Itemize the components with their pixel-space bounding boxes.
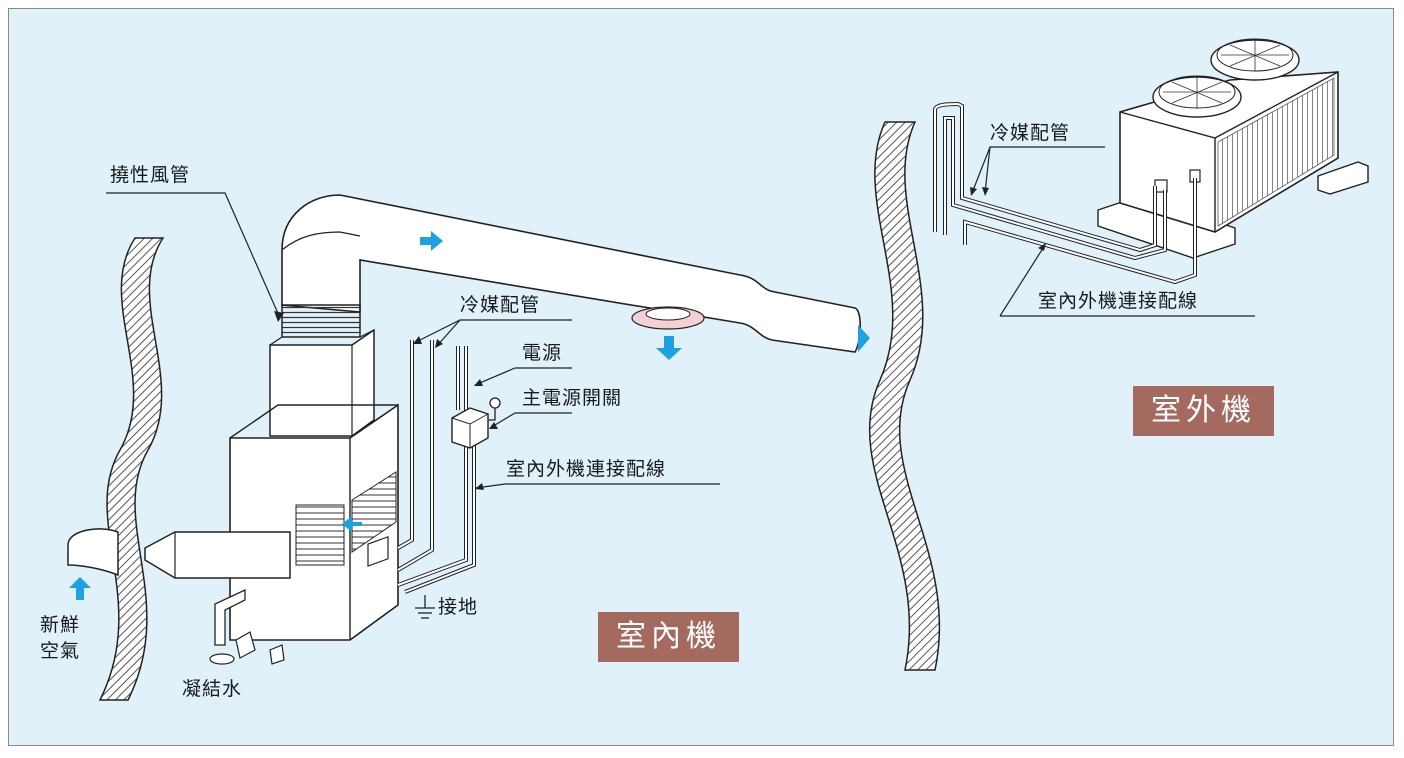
duct-bend-line (281, 231, 361, 251)
drain-outlet (209, 653, 235, 665)
label-main-switch: 主電源開關 (522, 387, 623, 409)
label-refrigerant-pipe-outdoor: 冷媒配管 (990, 122, 1071, 144)
unit-collar (269, 328, 375, 437)
tag-indoor-unit: 室內機 (598, 612, 739, 662)
label-flexible-duct: 撓性風管 (110, 164, 191, 186)
label-refrigerant-pipe-indoor: 冷媒配管 (460, 294, 541, 316)
condensate-drain-pipe (214, 588, 246, 646)
outdoor-coil-fins (1217, 77, 1335, 227)
supply-down-arrow-icon (656, 336, 682, 360)
flexible-duct-bellows (281, 304, 361, 338)
label-fresh-air-line1: 新鮮 (40, 614, 81, 636)
duct-flow-arrow-icon (420, 231, 443, 251)
fresh-air-hood (67, 528, 119, 577)
unit-grille-left (295, 504, 345, 566)
left-wall (98, 237, 165, 701)
indoor-refrigerant-pipe-2 (396, 340, 434, 572)
outdoor-base-rail-2 (1317, 161, 1369, 195)
main-duct (281, 194, 862, 353)
unit-grille-side (351, 471, 397, 553)
fresh-air-duct (144, 531, 291, 579)
label-condensate: 凝結水 (182, 678, 243, 700)
outdoor-fan-1-icon (1152, 75, 1242, 118)
label-fresh-air-line2: 空氣 (40, 640, 81, 662)
label-connection-wiring-indoor: 室內外機連接配線 (506, 458, 667, 480)
label-connection-wiring-outdoor: 室內外機連接配線 (1038, 290, 1199, 312)
tag-outdoor-unit: 室外機 (1133, 386, 1274, 436)
switch-lever (488, 408, 496, 421)
label-power: 電源 (522, 342, 563, 364)
ground-symbol-icon (415, 595, 435, 619)
leader-lines (106, 146, 1255, 489)
duct-end-arrow-icon (858, 325, 870, 352)
label-ground: 接地 (438, 596, 479, 618)
indoor-refrigerant-pipe-1 (397, 340, 414, 550)
unit-panel (367, 535, 389, 567)
outdoor-fan-2-icon (1210, 38, 1300, 81)
return-air-arrow-icon (342, 516, 362, 532)
fresh-air-arrow-icon (69, 577, 91, 600)
middle-wall (868, 121, 941, 671)
